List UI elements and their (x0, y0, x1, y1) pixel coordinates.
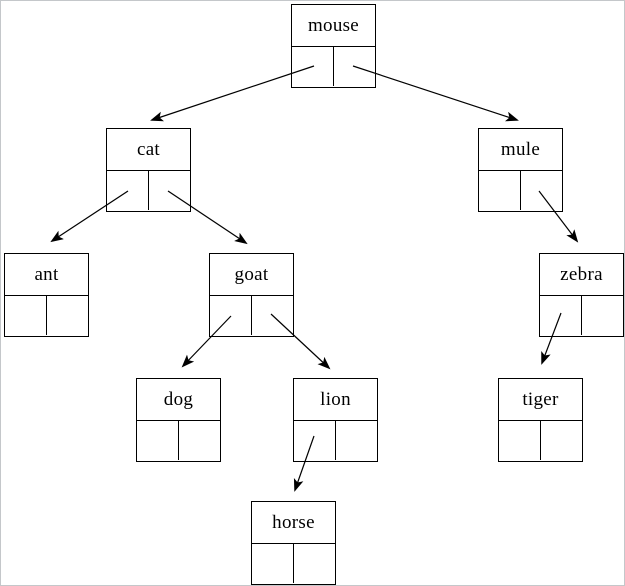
node-label: ant (5, 254, 88, 296)
node-label: goat (210, 254, 293, 296)
pointer-cells (252, 544, 335, 583)
right-pointer-cell (521, 171, 562, 210)
left-pointer-cell (210, 296, 252, 335)
left-pointer-cell (5, 296, 47, 335)
pointer-cells (137, 421, 220, 460)
node-label: horse (252, 502, 335, 544)
left-pointer-cell (499, 421, 541, 460)
pointer-cells (292, 47, 375, 86)
right-pointer-cell (149, 171, 190, 210)
node-label: zebra (540, 254, 623, 296)
tree-node-ant: ant (4, 253, 89, 337)
tree-node-zebra: zebra (539, 253, 624, 337)
right-pointer-cell (294, 544, 335, 583)
left-pointer-cell (107, 171, 149, 210)
right-pointer-cell (541, 421, 582, 460)
tree-node-horse: horse (251, 501, 336, 585)
right-pointer-cell (582, 296, 623, 335)
left-pointer-cell (137, 421, 179, 460)
tree-node-mule: mule (478, 128, 563, 212)
tree-node-mouse: mouse (291, 4, 376, 88)
right-pointer-cell (252, 296, 293, 335)
pointer-cells (540, 296, 623, 335)
left-pointer-cell (540, 296, 582, 335)
node-label: lion (294, 379, 377, 421)
tree-node-dog: dog (136, 378, 221, 462)
right-pointer-cell (179, 421, 220, 460)
right-pointer-cell (47, 296, 88, 335)
left-pointer-cell (252, 544, 294, 583)
left-pointer-cell (294, 421, 336, 460)
tree-node-goat: goat (209, 253, 294, 337)
tree-node-lion: lion (293, 378, 378, 462)
pointer-cells (294, 421, 377, 460)
pointer-cells (5, 296, 88, 335)
right-pointer-cell (334, 47, 375, 86)
pointer-cells (499, 421, 582, 460)
pointer-cells (479, 171, 562, 210)
node-label: cat (107, 129, 190, 171)
tree-node-cat: cat (106, 128, 191, 212)
node-label: dog (137, 379, 220, 421)
right-pointer-cell (336, 421, 377, 460)
left-pointer-cell (479, 171, 521, 210)
node-label: mouse (292, 5, 375, 47)
left-pointer-cell (292, 47, 334, 86)
node-label: mule (479, 129, 562, 171)
tree-node-tiger: tiger (498, 378, 583, 462)
pointer-cells (107, 171, 190, 210)
pointer-cells (210, 296, 293, 335)
node-label: tiger (499, 379, 582, 421)
